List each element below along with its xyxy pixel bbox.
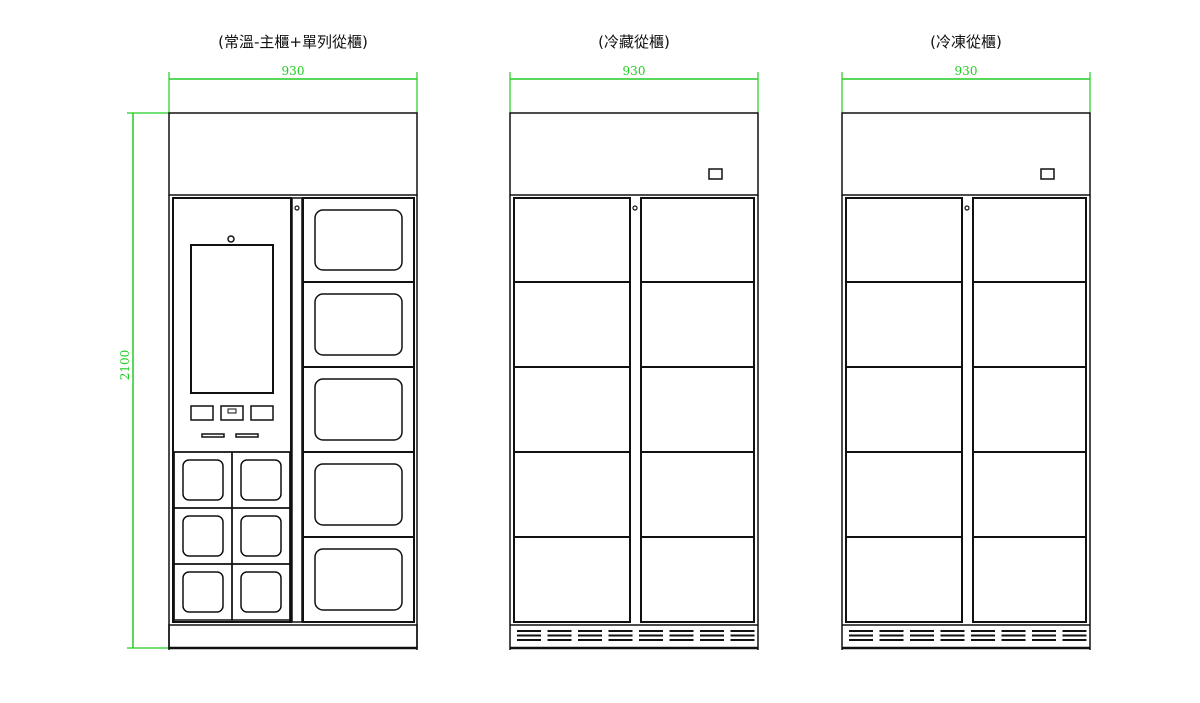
card-reader — [190, 405, 214, 421]
lock-icon — [294, 205, 300, 211]
cabinet-base — [168, 624, 418, 649]
temperature-display — [708, 168, 723, 180]
small-locker-window — [182, 459, 224, 501]
locker-door — [302, 536, 415, 623]
cabinet-header — [168, 112, 418, 196]
width-dimension-main: 930 — [282, 64, 305, 78]
door-left — [513, 197, 631, 623]
small-locker-window — [182, 515, 224, 557]
lock-icon — [632, 205, 638, 211]
divider-post — [291, 197, 303, 623]
locker-window — [314, 378, 403, 441]
door-left — [845, 197, 963, 623]
cabinet-header — [509, 112, 759, 196]
small-locker-window — [240, 571, 282, 613]
width-dimension-fridge: 930 — [623, 64, 646, 78]
width-dimension-freezer: 930 — [955, 64, 978, 78]
small-locker-window — [182, 571, 224, 613]
slot — [201, 433, 225, 438]
cabinet-title-fridge: (冷藏從櫃) — [598, 33, 670, 51]
locker-window — [314, 548, 403, 611]
card-reader — [250, 405, 274, 421]
scanner-window — [227, 408, 237, 414]
small-locker-window — [240, 515, 282, 557]
slot — [235, 433, 259, 438]
door-right — [640, 197, 755, 623]
height-dimension-main: 2100 — [118, 350, 132, 381]
camera-icon — [227, 235, 235, 243]
locker-window — [314, 463, 403, 526]
door-right — [972, 197, 1087, 623]
scanner — [220, 405, 244, 421]
locker-window — [314, 293, 403, 356]
cabinet-header — [841, 112, 1091, 196]
lock-icon — [964, 205, 970, 211]
cabinet-title-freezer: (冷凍從櫃) — [930, 33, 1002, 51]
locker-window — [314, 209, 403, 271]
small-locker-door — [231, 563, 291, 621]
small-locker-window — [240, 459, 282, 501]
temperature-display — [1040, 168, 1055, 180]
cabinet-title-main: (常溫-主櫃+單列從櫃) — [218, 33, 368, 51]
touch-screen — [190, 244, 274, 394]
